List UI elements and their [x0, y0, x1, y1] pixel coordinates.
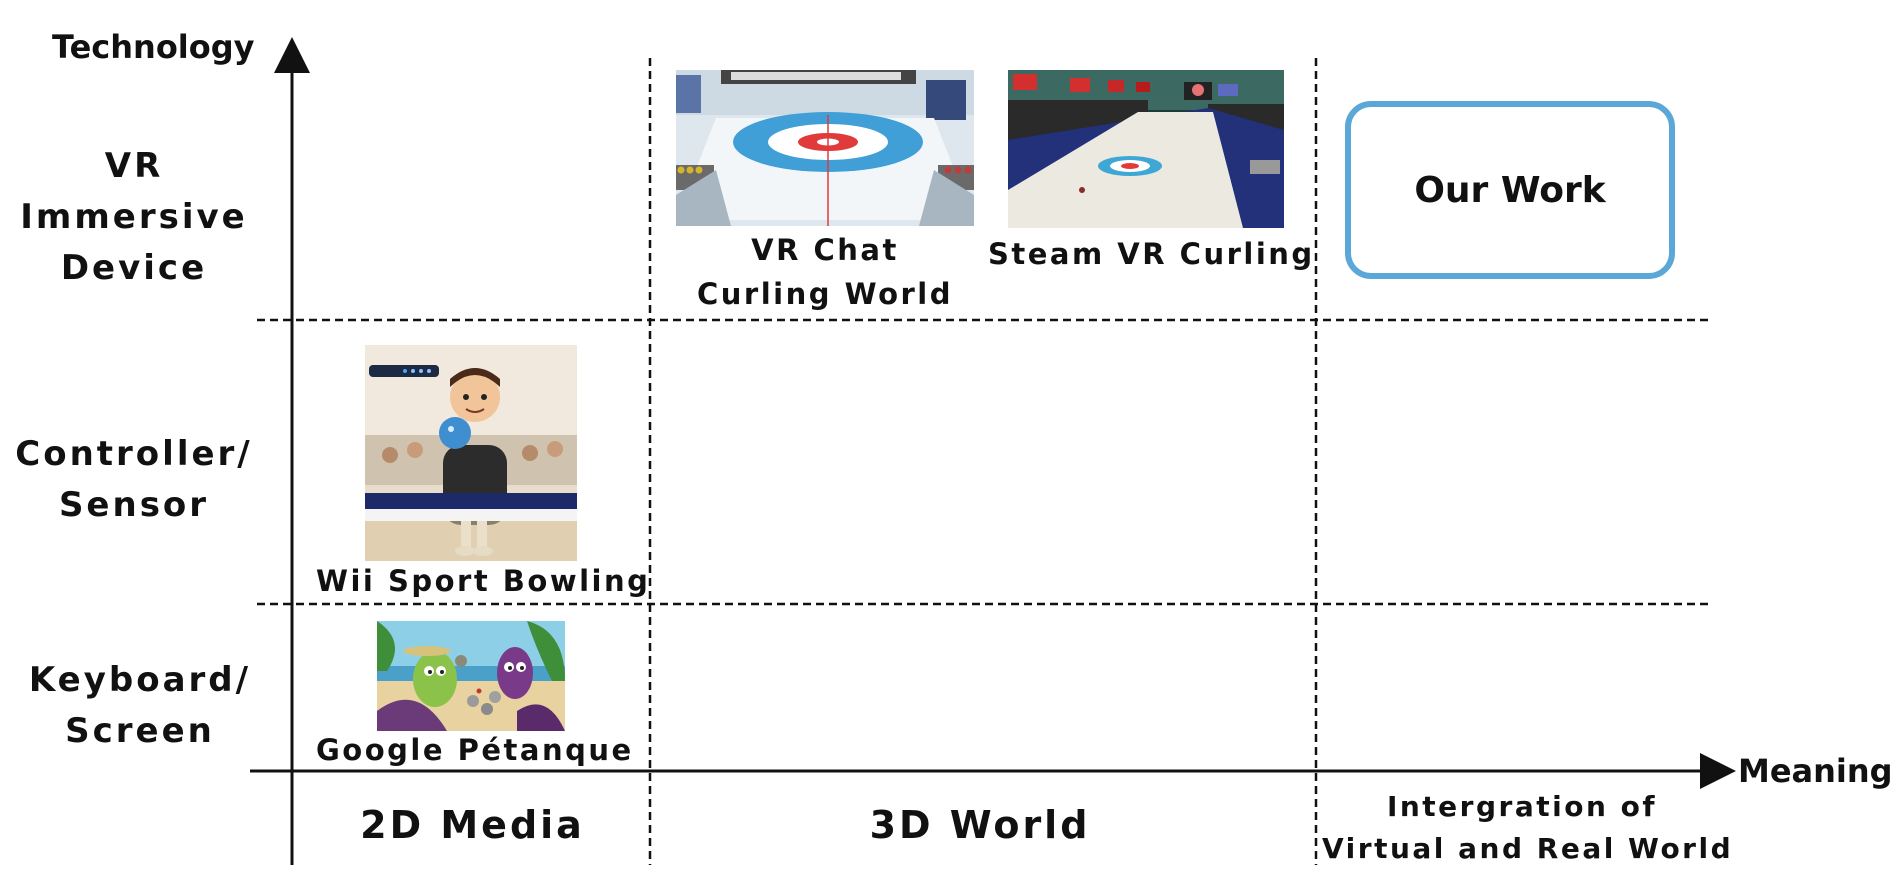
caption-vr-chat-curling-line2: Curling World — [697, 277, 953, 311]
row-label-controller-line2: Sensor — [58, 485, 210, 525]
row-label-vr: VR Immersive Device — [15, 141, 253, 294]
wii-sport-bowling-image — [365, 345, 577, 561]
steam-vr-curling-image — [1008, 70, 1284, 228]
caption-vr-chat-curling: VR Chat Curling World — [676, 228, 974, 316]
row-label-controller: Controller/ Sensor — [10, 429, 258, 531]
our-work-box: Our Work — [1345, 101, 1675, 279]
row-label-keyboard-line2: Screen — [65, 711, 215, 751]
caption-steam-vr-curling: Steam VR Curling — [988, 237, 1315, 271]
x-axis-title: Meaning — [1738, 752, 1893, 790]
column-label-integration: Intergration of Virtual and Real World — [1322, 786, 1734, 870]
caption-google-petanque: Google Pétanque — [316, 733, 634, 767]
y-axis-title: Technology — [52, 28, 255, 66]
row-label-keyboard-line1: Keyboard/ — [28, 660, 252, 700]
column-label-3d-world: 3D World — [869, 803, 1091, 847]
google-petanque-image — [377, 621, 565, 731]
caption-wii-sport-bowling: Wii Sport Bowling — [316, 564, 651, 598]
row-label-vr-line1: VR — [104, 146, 164, 186]
column-label-integration-line2: Virtual and Real World — [1322, 832, 1734, 865]
row-label-vr-line3: Device — [60, 248, 208, 288]
row-label-controller-line1: Controller/ — [15, 434, 253, 474]
column-label-2d-media: 2D Media — [360, 803, 585, 847]
column-label-integration-line1: Intergration of — [1386, 790, 1658, 823]
caption-vr-chat-curling-line1: VR Chat — [751, 233, 899, 267]
vr-chat-curling-image — [676, 70, 974, 226]
row-label-keyboard: Keyboard/ Screen — [20, 655, 260, 757]
row-label-vr-line2: Immersive — [20, 197, 248, 237]
